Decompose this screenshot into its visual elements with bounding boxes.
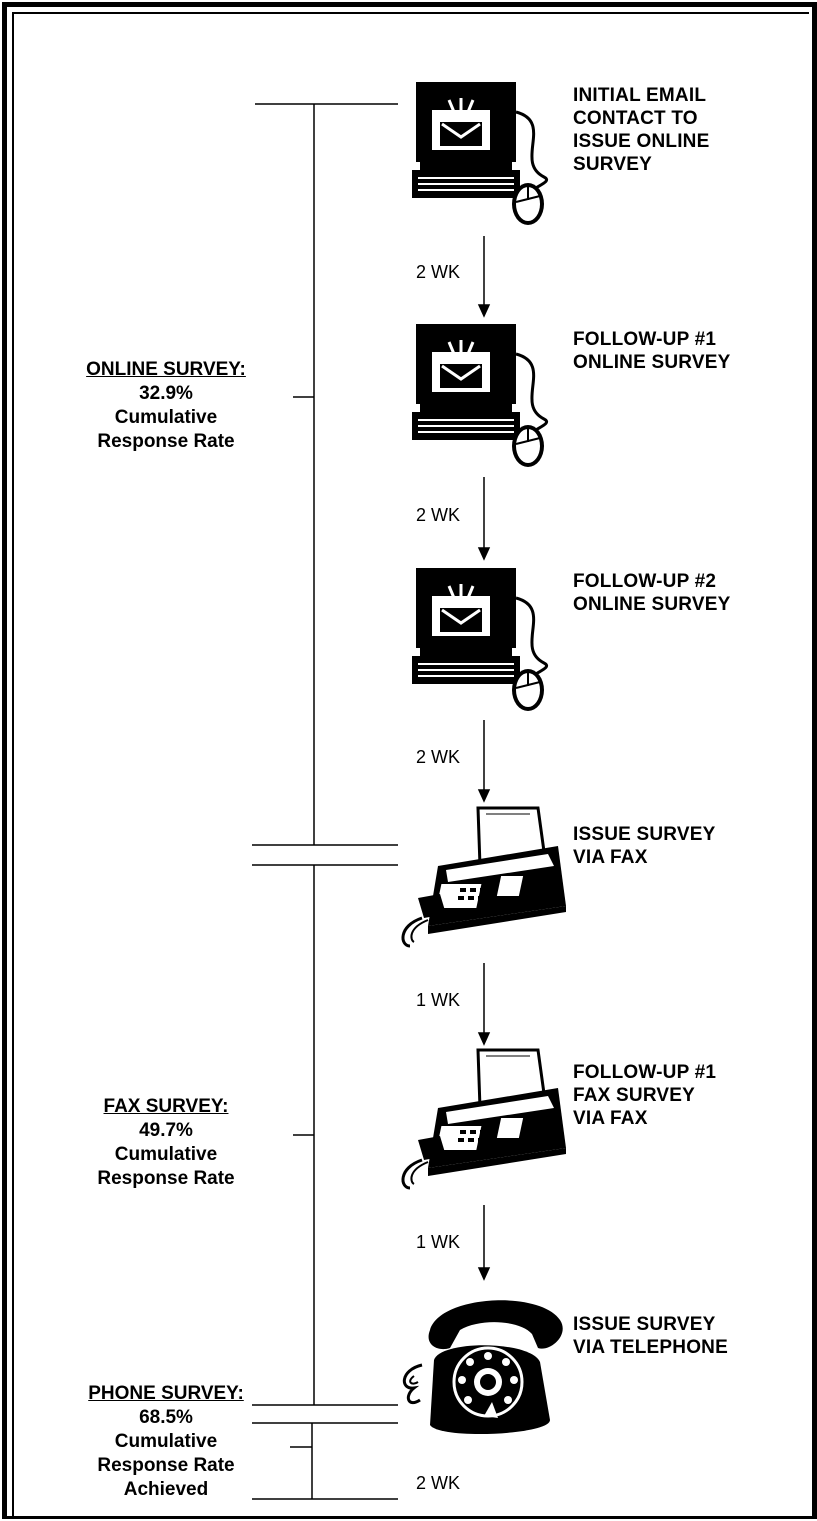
step-1-line-1: INITIAL EMAIL bbox=[573, 85, 707, 106]
interval-label: 2 WK bbox=[416, 505, 461, 525]
step-2-line-1: FOLLOW-UP #1 bbox=[573, 329, 717, 350]
interval-label: 2 WK bbox=[416, 747, 461, 767]
step-3-line-1: FOLLOW-UP #2 bbox=[573, 571, 717, 592]
phase-line-2: Response Rate bbox=[97, 431, 235, 452]
phase-phone-summary: PHONE SURVEY: 68.5% Cumulative Response … bbox=[46, 1382, 286, 1502]
step-6-label: ISSUE SURVEY VIA TELEPHONE bbox=[573, 1313, 728, 1359]
step-2-line-2: ONLINE SURVEY bbox=[573, 352, 731, 373]
step-1-line-3: ISSUE ONLINE bbox=[573, 131, 710, 152]
phase-rate: 32.9% bbox=[139, 383, 193, 404]
step-5-line-3: VIA FAX bbox=[573, 1108, 648, 1129]
phase-title: FAX SURVEY: bbox=[103, 1096, 229, 1117]
step-5-line-1: FOLLOW-UP #1 bbox=[573, 1062, 717, 1083]
phase-line-3: Achieved bbox=[123, 1479, 209, 1500]
step-3-label: FOLLOW-UP #2 ONLINE SURVEY bbox=[573, 570, 730, 616]
interval-label: 2 WK bbox=[416, 1473, 461, 1493]
telephone-icon bbox=[403, 1300, 563, 1435]
phase-title: PHONE SURVEY: bbox=[88, 1383, 244, 1404]
interval-label: 1 WK bbox=[416, 990, 461, 1010]
phase-line-2: Response Rate bbox=[97, 1168, 235, 1189]
step-6-line-2: VIA TELEPHONE bbox=[573, 1337, 728, 1358]
inner-border bbox=[12, 12, 809, 1517]
phase-rate: 68.5% bbox=[139, 1407, 193, 1428]
phase-title: ONLINE SURVEY: bbox=[86, 359, 246, 380]
step-1-label: INITIAL EMAIL CONTACT TO ISSUE ONLINE SU… bbox=[573, 84, 709, 176]
computer-email-icon bbox=[412, 568, 548, 711]
phase-fax-summary: FAX SURVEY: 49.7% Cumulative Response Ra… bbox=[46, 1095, 286, 1191]
computer-email-icon bbox=[412, 82, 548, 225]
step-5-line-2: FAX SURVEY bbox=[573, 1085, 696, 1106]
fax-machine-icon bbox=[401, 1048, 566, 1190]
step-5-label: FOLLOW-UP #1 FAX SURVEY VIA FAX bbox=[573, 1061, 716, 1130]
step-4-line-1: ISSUE SURVEY bbox=[573, 824, 716, 845]
computer-email-icon bbox=[412, 324, 548, 467]
arrows bbox=[477, 236, 491, 1281]
step-6-line-1: ISSUE SURVEY bbox=[573, 1314, 716, 1335]
step-1-line-2: CONTACT TO bbox=[573, 108, 698, 129]
phase-line-1: Cumulative bbox=[114, 1431, 218, 1452]
step-3-line-2: ONLINE SURVEY bbox=[573, 594, 731, 615]
step-4-label: ISSUE SURVEY VIA FAX bbox=[573, 823, 716, 869]
interval-label: 1 WK bbox=[416, 1232, 461, 1252]
step-1-line-4: SURVEY bbox=[573, 154, 652, 175]
step-2-label: FOLLOW-UP #1 ONLINE SURVEY bbox=[573, 328, 730, 374]
phase-online-summary: ONLINE SURVEY: 32.9% Cumulative Response… bbox=[46, 358, 286, 454]
phase-line-2: Response Rate bbox=[97, 1455, 235, 1476]
interval-label: 2 WK bbox=[416, 262, 461, 282]
phase-line-1: Cumulative bbox=[114, 1144, 218, 1165]
phase-rate: 49.7% bbox=[139, 1120, 193, 1141]
step-4-line-2: VIA FAX bbox=[573, 847, 648, 868]
phase-line-1: Cumulative bbox=[114, 407, 218, 428]
fax-machine-icon bbox=[401, 806, 566, 948]
